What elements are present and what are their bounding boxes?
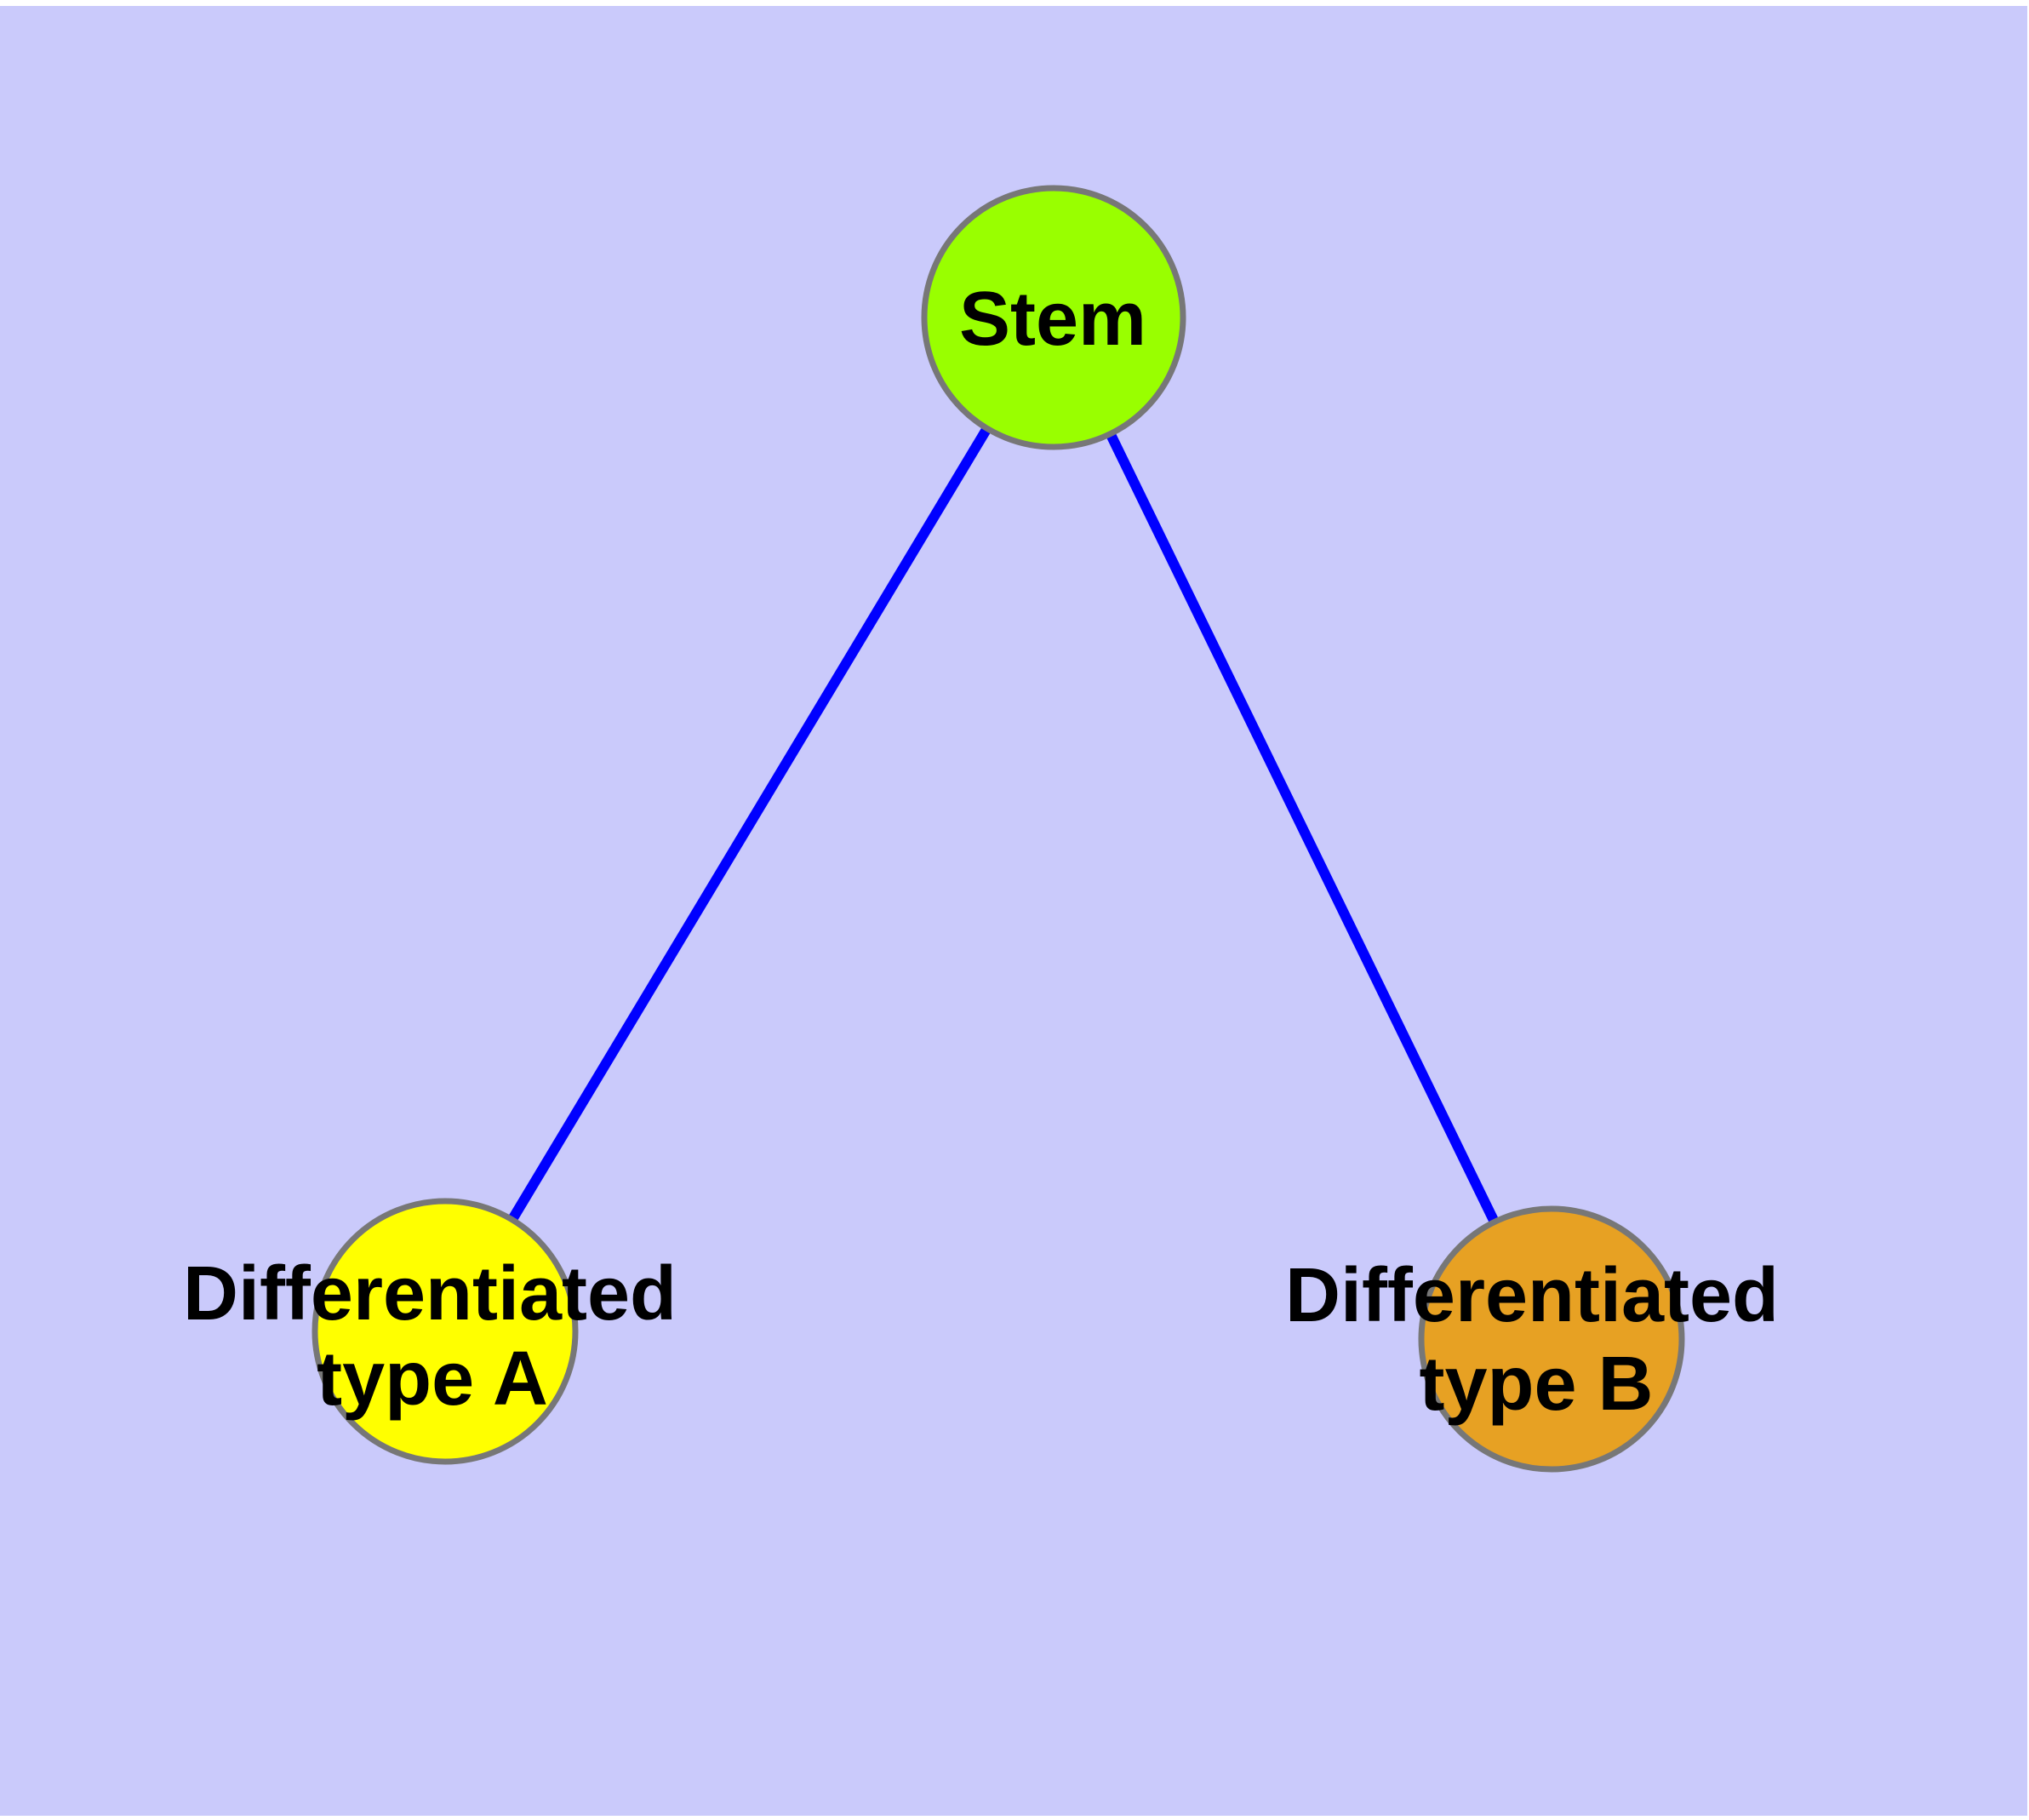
edge-stem-to-type-b [1049,315,1557,1342]
node-stem-label: Stem [959,277,1146,362]
node-type-b-label-line-2: type B [1419,1342,1653,1427]
node-differentiated-type-b [1418,1205,1685,1473]
node-type-a-label-line-1: Differentiated [183,1251,677,1336]
edge-stem-to-type-a [440,314,1059,1335]
node-type-a-label-line-2: type A [317,1336,548,1422]
node-stem [921,185,1186,450]
node-differentiated-type-a [311,1198,579,1465]
node-type-b-label-line-1: Differentiated [1285,1253,1779,1338]
